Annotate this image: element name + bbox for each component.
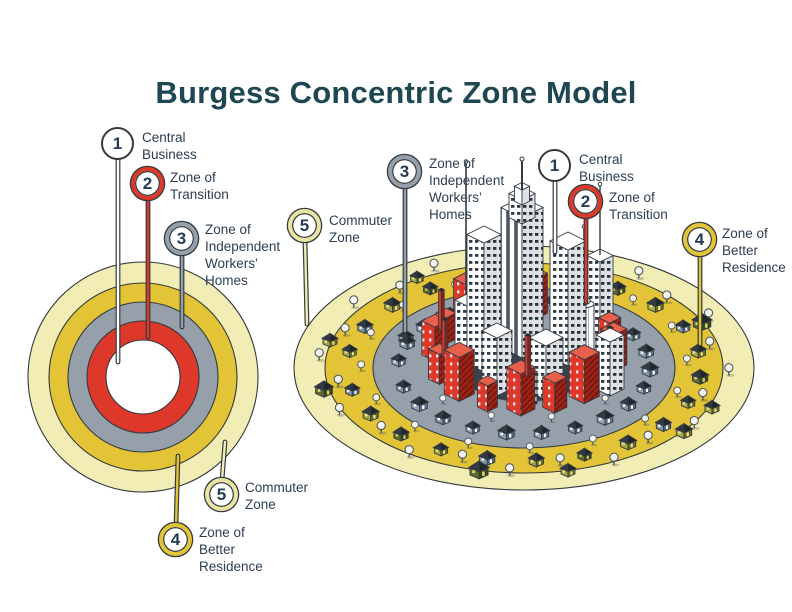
pin-number: 3	[399, 161, 410, 181]
pin-independent-workers-homes-right: 3	[388, 155, 421, 188]
pin-number: 1	[112, 133, 123, 153]
pin-number: 2	[580, 191, 591, 211]
pin-commuter-zone-right: 5	[288, 209, 321, 242]
label-independent-workers-homes-right: Zone of Independent Workers’ Homes	[429, 156, 505, 222]
pin-number: 1	[549, 155, 560, 175]
pin-better-residence-left: 4	[159, 523, 192, 556]
page-title: Burgess Concentric Zone Model	[155, 74, 637, 110]
label-better-residence-left: Zone of Better Residence	[199, 525, 263, 574]
label-better-residence-right: Zone of Better Residence	[722, 226, 786, 275]
label-central-business-right: Central Business	[579, 152, 634, 184]
pin-commuter-zone-left: 5	[205, 478, 238, 511]
pin-number: 4	[170, 529, 181, 549]
pin-number: 4	[694, 229, 705, 249]
concentric-rings-diagram	[27, 261, 259, 493]
label-commuter-zone-right: Commuter Zone	[329, 213, 393, 245]
label-zone-of-transition-right: Zone of Transition	[609, 190, 668, 222]
pin-leader-lines	[115, 155, 703, 528]
label-central-business-left: Central Business	[142, 130, 197, 162]
pin-zone-of-transition-left: 2	[131, 167, 164, 200]
pin-central-business-left: 1	[101, 127, 134, 160]
pin-number: 3	[176, 228, 187, 248]
pin-zone-of-transition-right: 2	[569, 185, 602, 218]
pin-better-residence-right: 4	[683, 223, 716, 256]
pin-number: 5	[299, 215, 310, 235]
label-independent-workers-homes-left: Zone of Independent Workers’ Homes	[205, 222, 281, 288]
pin-central-business-right: 1	[538, 149, 571, 182]
pin-independent-workers-homes-left: 3	[165, 222, 198, 255]
label-zone-of-transition-left: Zone of Transition	[170, 170, 229, 202]
city-illustration	[293, 156, 755, 491]
label-commuter-zone-left: Commuter Zone	[245, 480, 309, 512]
pin-number: 5	[216, 484, 227, 504]
pin-number: 2	[142, 173, 153, 193]
